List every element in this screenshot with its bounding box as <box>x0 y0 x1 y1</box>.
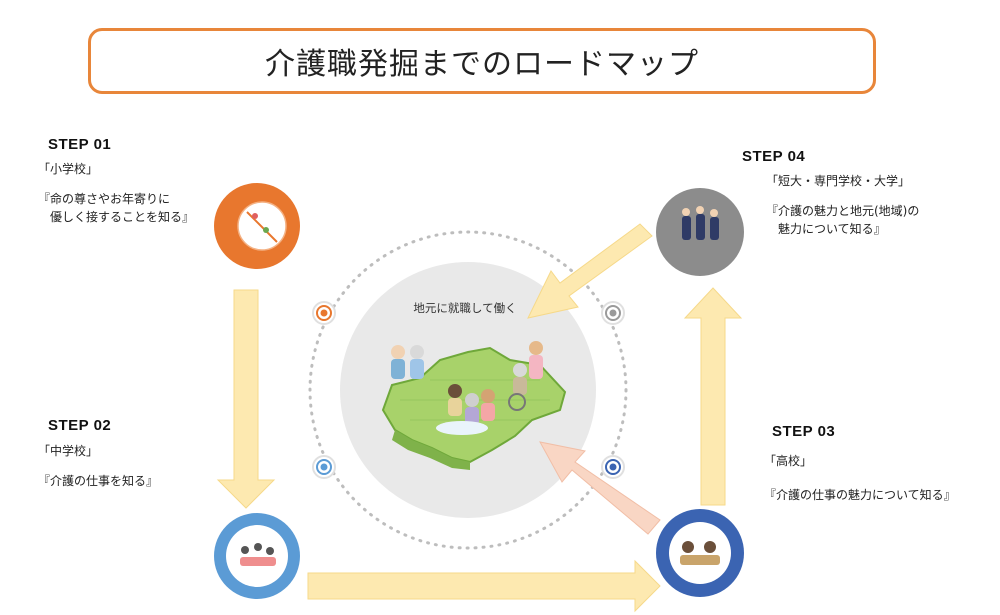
students-icon <box>682 541 694 553</box>
people-icon <box>391 341 543 435</box>
arrow-step1-to-step2 <box>216 289 276 509</box>
orbit-marker-light-blue <box>312 455 336 479</box>
kids-icon <box>241 546 249 554</box>
step-04-heading: STEP 04 <box>742 148 806 165</box>
step-03-heading: STEP 03 <box>772 423 836 440</box>
orbit-marker-gray <box>601 301 625 325</box>
arrow-step3-to-center <box>539 441 661 535</box>
slide-icon <box>246 211 278 243</box>
step-01-school: 「小学校」 <box>38 162 99 176</box>
step-01-circle <box>214 183 300 269</box>
step-02-desc: 『介護の仕事を知る』 <box>38 474 159 488</box>
page-title: 介護職発掘までのロードマップ <box>265 47 699 82</box>
center-label: 地元に就職して働く <box>413 301 517 315</box>
arrow-step4-to-center <box>527 223 653 319</box>
step-03-school: 「高校」 <box>764 454 813 468</box>
arrow-step2-to-step3 <box>307 559 661 613</box>
title-banner: 介護職発掘までのロードマップ <box>88 28 876 94</box>
arrow-step3-to-step4 <box>683 287 743 506</box>
step-02-school: 「中学校」 <box>38 444 99 458</box>
step-02-heading: STEP 02 <box>48 417 112 434</box>
step-03-desc: 『介護の仕事の魅力について知る』 <box>764 488 956 502</box>
step-01-heading: STEP 01 <box>48 136 112 153</box>
step-01-desc: 『命の尊さやお年寄りに 優しく接することを知る』 <box>38 192 195 224</box>
step-04-circle <box>656 188 744 276</box>
community-map-illustration <box>381 341 567 470</box>
orbit-dotted-circle <box>308 230 628 550</box>
step-02-circle <box>214 513 300 599</box>
step-04-desc: 『介護の魅力と地元(地域)の 魅力について知る』 <box>766 204 920 236</box>
graduates-icon <box>682 216 691 240</box>
step-04-school: 「短大・専門学校・大学」 <box>766 174 911 188</box>
step-03-circle <box>656 509 744 597</box>
orbit-marker-orange <box>312 301 336 325</box>
orbit-marker-dark-blue <box>601 455 625 479</box>
